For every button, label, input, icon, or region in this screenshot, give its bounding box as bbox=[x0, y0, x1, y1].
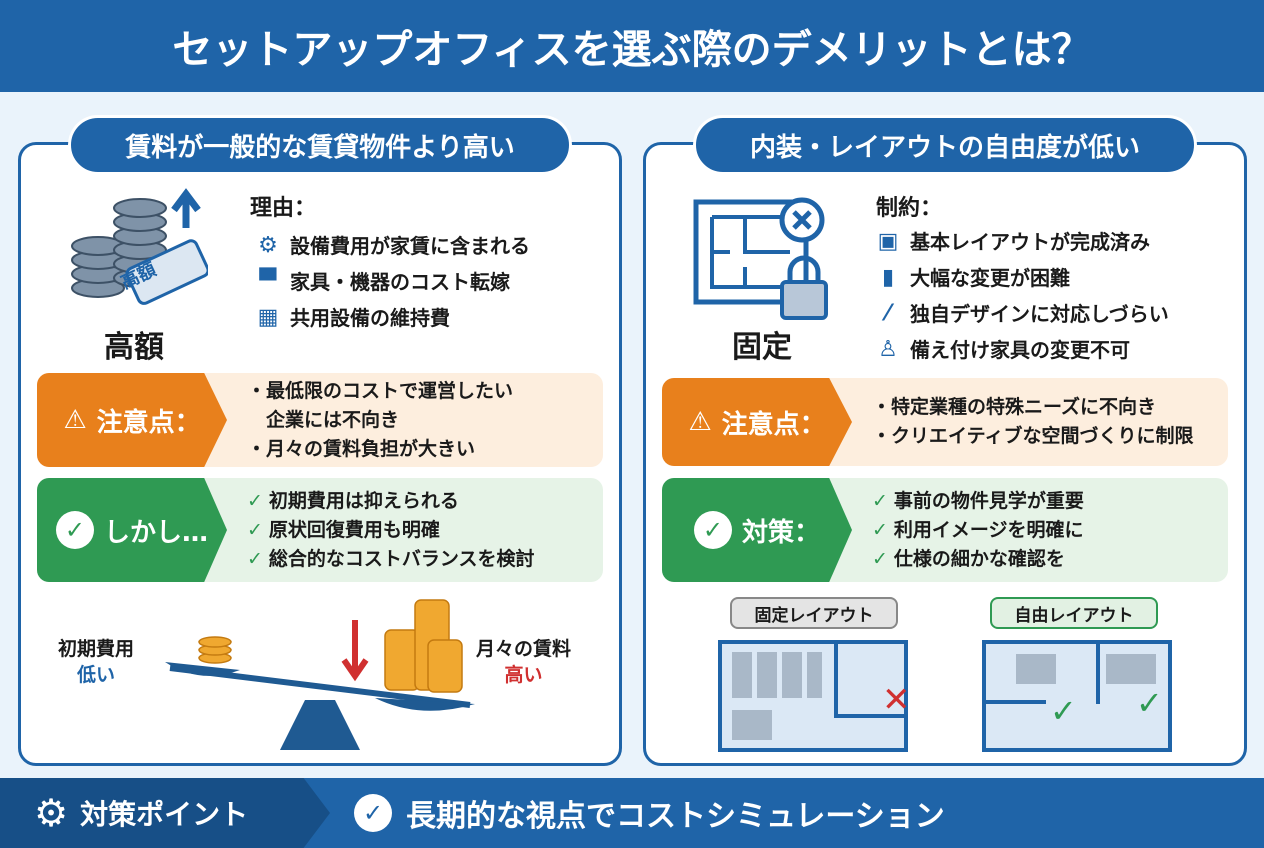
warning-icon: ⚠ bbox=[63, 405, 87, 435]
constraint-item: ▮大幅な変更が困難 bbox=[876, 260, 1169, 296]
constraint-item: ♙備え付け家具の変更不可 bbox=[876, 332, 1169, 368]
measure-item: ✓仕様の細かな確認を bbox=[872, 547, 1065, 570]
warning-icon: ⚠ bbox=[688, 407, 712, 437]
fixed-label: 固定 bbox=[732, 330, 792, 365]
door-icon: ▮ bbox=[881, 265, 895, 290]
measure-item: ✓事前の物件見学が重要 bbox=[872, 489, 1084, 512]
gear-icon: ⚙ bbox=[34, 791, 69, 835]
reason-item: ▀家具・機器のコスト転嫁 bbox=[256, 264, 530, 300]
caution-item: ・月々の賃料負担が大きい bbox=[247, 437, 476, 460]
check-circle-icon: ✓ bbox=[55, 511, 94, 549]
check-mark-icon: ✓ bbox=[1050, 692, 1077, 730]
left-caution-box: ⚠ 注意点： ・最低限のコストで運営したい 企業には不向き ・月々の賃料負担が大き… bbox=[37, 373, 603, 467]
check-mark-icon: ✓ bbox=[1136, 684, 1163, 722]
constraint-item: ⁄独自デザインに対応しづらい bbox=[876, 296, 1169, 332]
fixed-layout-label: 固定レイアウト bbox=[730, 597, 898, 629]
constraints-title: 制約： bbox=[876, 196, 943, 221]
footer-label: 対策ポイント bbox=[80, 798, 249, 831]
reason-item: ▦共用設備の維持費 bbox=[257, 305, 450, 331]
measure-label: 対策： bbox=[741, 517, 820, 548]
locked-floorplan-icon bbox=[693, 197, 828, 320]
check-icon: ✓ bbox=[247, 518, 263, 541]
free-layout-floorplan: ✓ ✓ bbox=[982, 640, 1172, 752]
however-item: ✓総合的なコストバランスを検討 bbox=[247, 547, 535, 570]
check-icon: ✓ bbox=[247, 489, 263, 512]
constraint-item: ▣基本レイアウトが完成済み bbox=[877, 229, 1150, 255]
check-icon: ✓ bbox=[872, 547, 888, 570]
free-layout-label: 自由レイアウト bbox=[990, 597, 1158, 629]
high-cost-label: 高額 bbox=[104, 330, 164, 365]
right-measure-box: ✓ 対策： ✓事前の物件見学が重要 ✓利用イメージを明確に ✓仕様の細かな確認を bbox=[662, 478, 1228, 582]
caution-item: ・最低限のコストで運営したい bbox=[247, 379, 514, 402]
footer-banner: ⚙ 対策ポイント ✓ 長期的な視点でコストシミュレーション bbox=[0, 778, 1264, 848]
caution-item: ・特定業種の特殊ニーズに不向き bbox=[872, 396, 1157, 418]
caution-label: 注意点： bbox=[721, 409, 826, 440]
page-title: セットアップオフィスを選ぶ際のデメリットとは？ bbox=[0, 0, 1264, 92]
design-slash-icon: ⁄ bbox=[886, 301, 890, 326]
however-item: ✓原状回復費用も明確 bbox=[247, 518, 440, 541]
check-icon: ✓ bbox=[872, 518, 888, 541]
check-icon: ✓ bbox=[872, 489, 888, 512]
caution-item: ・クリエイティブな空間づくりに制限 bbox=[872, 425, 1194, 447]
monthly-rent-label: 月々の賃料高い bbox=[476, 638, 572, 686]
caution-label: 注意点： bbox=[96, 407, 201, 438]
gear-icon: ⚙ bbox=[258, 233, 278, 258]
office-chair-icon: ♙ bbox=[878, 337, 898, 362]
measure-item: ✓利用イメージを明確に bbox=[872, 518, 1084, 541]
reasons-list: ⚙設備費用が家賃に含まれる ▀家具・機器のコスト転嫁 ▦共用設備の維持費 bbox=[256, 228, 530, 336]
constraints-list: ▣基本レイアウトが完成済み ▮大幅な変更が困難 ⁄独自デザインに対応しづらい ♙… bbox=[876, 224, 1169, 368]
footer-text: 長期的な視点でコストシミュレーション bbox=[406, 799, 945, 834]
building-icon: ▦ bbox=[257, 305, 279, 330]
left-however-box: ✓ しかし… ✓初期費用は抑えられる ✓原状回復費用も明確 ✓総合的なコストバラン… bbox=[37, 478, 603, 582]
fixed-layout-floorplan: ✕ bbox=[718, 640, 911, 752]
check-circle-icon: ✓ bbox=[354, 794, 392, 832]
initial-cost-label: 初期費用低い bbox=[58, 638, 135, 686]
reason-item: ⚙設備費用が家賃に含まれる bbox=[256, 228, 530, 264]
caution-item: 企業には不向き bbox=[247, 408, 400, 431]
cross-mark-icon: ✕ bbox=[882, 680, 911, 720]
floorplan-icon: ▣ bbox=[877, 229, 899, 254]
reasons-title: 理由： bbox=[250, 196, 317, 221]
right-caution-box: ⚠ 注意点： ・特定業種の特殊ニーズに不向き ・クリエイティブな空間づくりに制限 bbox=[662, 378, 1228, 466]
balance-scale-illustration bbox=[165, 599, 475, 750]
check-circle-icon: ✓ bbox=[693, 511, 732, 549]
however-item: ✓初期費用は抑えられる bbox=[247, 489, 459, 512]
left-panel-title: 賃料が一般的な賃貸物件より高い bbox=[68, 115, 572, 175]
desk-icon: ▀ bbox=[259, 269, 277, 294]
right-panel-title: 内装・レイアウトの自由度が低い bbox=[693, 115, 1197, 175]
check-icon: ✓ bbox=[247, 547, 263, 570]
coins-price-tag-icon bbox=[71, 188, 208, 305]
however-label: しかし… bbox=[103, 517, 208, 548]
